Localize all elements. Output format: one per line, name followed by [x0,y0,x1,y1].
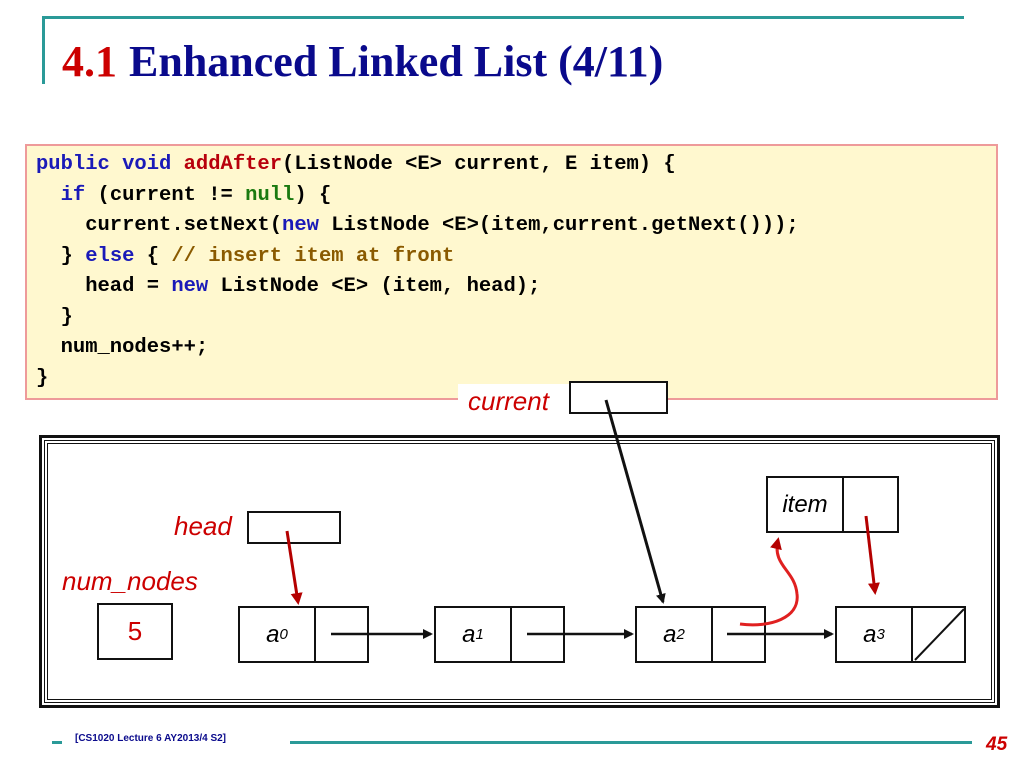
page-number: 45 [986,734,1008,755]
code-token: public void [36,153,184,176]
code-token: current.setNext( [36,214,283,237]
footer-course: [CS1020 Lecture 6 AY2013/4 S2] [75,733,227,744]
title-rule-left [42,16,45,84]
code-token: addAfter [183,153,283,176]
code-line: head = new ListNode <E> (item, head); [36,275,540,298]
code-token: (ListNode <E> current, E item) { [282,153,676,176]
code-line: } [36,306,73,329]
head-label: head [174,511,232,541]
code-token: new [282,214,319,237]
code-token: new [171,275,209,298]
code-token: num_nodes++; [36,336,209,359]
node-next-pointer [316,608,367,661]
code-token: ) { [294,183,332,207]
code-token: ListNode <E>(item,current.getNext())); [318,214,799,237]
current-label: current [468,386,549,416]
title-rule [42,16,964,19]
code-line: num_nodes++; [36,336,209,359]
code-token [36,184,61,207]
section-number: 4.1 [62,37,117,86]
title-text: Enhanced Linked List (4/11) [129,37,664,86]
footer-dash [52,741,62,744]
code-token: head = [36,275,172,298]
code-line: public void addAfter(ListNode <E> curren… [36,153,676,176]
code-line: } [36,367,48,390]
code-token: } [36,305,73,329]
num-nodes-label: num_nodes [62,566,198,596]
code-block: public void addAfter(ListNode <E> curren… [36,150,799,394]
null-slash-icon [914,608,964,661]
code-token: null [245,183,295,207]
current-label-background [458,384,570,420]
code-token: if [60,183,86,207]
code-token: (current != [85,183,246,207]
node-next-pointer [713,608,764,661]
num-nodes-value: 5 [97,603,173,660]
code-token: else [85,244,135,268]
code-token: ListNode <E> (item, head); [208,275,541,298]
head-pointer-box [247,511,341,544]
code-token: // insert item at front [171,244,455,268]
code-line: } else { // insert item at front [36,244,455,268]
code-token: } [36,244,86,268]
diagram-frame-inner [47,443,992,700]
node-next-pointer [512,608,563,661]
diagram-frame-mid [44,440,995,703]
code-line: if (current != null) { [36,183,332,207]
code-line: current.setNext(new ListNode <E>(item,cu… [36,214,799,237]
new-node-item: item [766,476,899,533]
item-next-pointer [844,478,897,531]
current-pointer-box [569,381,668,414]
item-data: item [768,478,844,531]
code-token: } [36,366,49,390]
footer-rule [290,741,972,744]
code-token: { [134,244,172,268]
node-null-pointer [913,608,964,661]
code-box [25,144,998,400]
